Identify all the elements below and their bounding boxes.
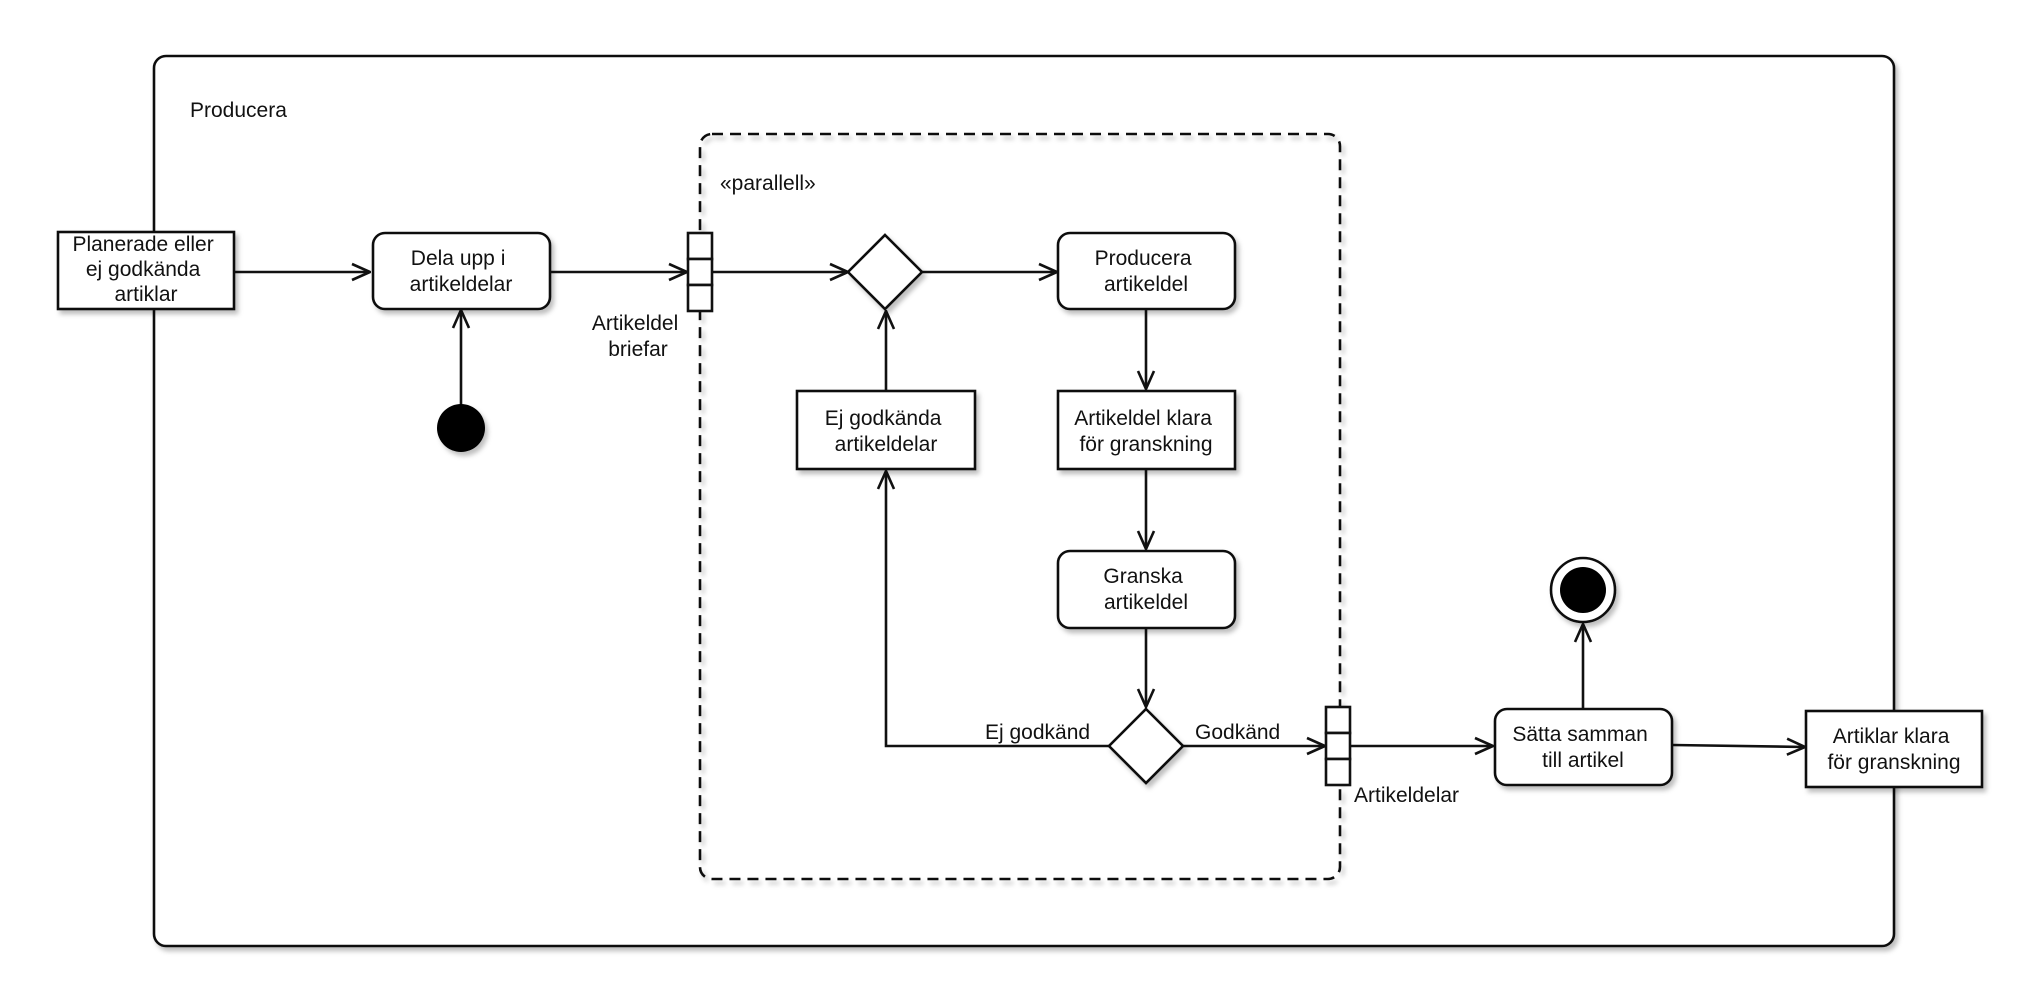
action-review-part: Granska artikeldel — [1056, 549, 1237, 630]
action-label: Dela upp i artikeldelar — [410, 247, 513, 296]
initial-node — [437, 404, 485, 452]
action-label: Granska artikeldel — [1103, 565, 1188, 614]
guard-rejected: Ej godkänd — [985, 721, 1090, 744]
action-produce-part: Producera artikeldel — [1056, 231, 1237, 311]
region-stereotype: «parallell» — [720, 172, 816, 195]
output-pin-label: Artikeldelar — [1354, 784, 1459, 807]
object-node-label: Artikeldel klara för granskning — [1074, 407, 1218, 456]
merge-node — [846, 233, 924, 311]
input-pin-label: Artikeldel briefar — [592, 312, 684, 361]
edge-decision-rejected — [886, 471, 1110, 748]
input-pin-briefs — [686, 231, 714, 313]
activity-label: Producera — [190, 99, 287, 122]
edge-assemble-to-output — [1672, 745, 1805, 747]
object-node-label: Artiklar klara för granskning — [1827, 725, 1960, 774]
guard-approved: Godkänd — [1195, 721, 1280, 744]
object-node-label: Planerade eller ej godkända artiklar — [72, 233, 219, 306]
object-node-label: Ej godkända artikeldelar — [825, 407, 948, 456]
edges — [235, 272, 1805, 747]
action-split-into-parts: Dela upp i artikeldelar — [371, 231, 552, 311]
parallel-region — [698, 132, 1342, 881]
object-node-planned-articles: Planerade eller ej godkända artiklar — [56, 230, 236, 311]
action-assemble-article: Sätta samman till artikel — [1493, 707, 1674, 787]
object-node-parts-ready: Artikeldel klara för granskning — [1056, 389, 1237, 471]
decision-node — [1107, 707, 1185, 785]
object-node-articles-ready: Artiklar klara för granskning — [1804, 709, 1984, 789]
action-label: Producera artikeldel — [1095, 247, 1198, 296]
action-label: Sätta samman till artikel — [1512, 723, 1653, 772]
object-node-rejected-parts: Ej godkända artikeldelar — [795, 389, 977, 471]
output-pin-parts — [1324, 705, 1352, 787]
activity-frame — [152, 54, 1896, 948]
final-node — [1549, 556, 1617, 624]
